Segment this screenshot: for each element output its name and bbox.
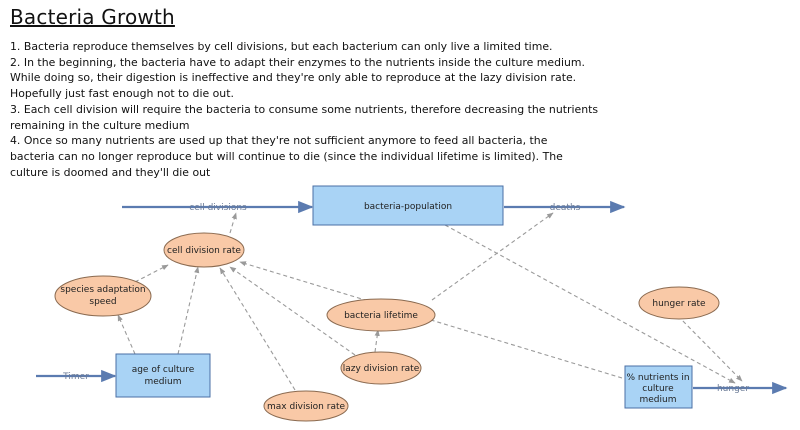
stock-label: culture	[642, 384, 674, 394]
link-lazy-rate-to-lifetime	[374, 329, 380, 353]
variable-lazy-division-rate[interactable]: lazy division rate	[340, 351, 422, 385]
link-adaptation-to-rate	[134, 264, 169, 283]
variable-label: bacteria lifetime	[344, 311, 418, 321]
link-max-rate-to-rate	[219, 267, 296, 391]
description: 1. Bacteria reproduce themselves by cell…	[10, 39, 800, 180]
variable-label: lazy division rate	[343, 364, 420, 374]
description-line: culture is doomed and they'll die out	[10, 165, 211, 179]
variable-label: max division rate	[267, 402, 346, 412]
page-title: Bacteria Growth	[10, 5, 175, 29]
variable-bacteria-lifetime[interactable]: bacteria lifetime	[326, 298, 436, 332]
variable-cell-division-rate[interactable]: cell division rate	[163, 232, 245, 268]
link-lazy-rate-to-rate	[229, 266, 356, 356]
variable-max-division-rate[interactable]: max division rate	[263, 390, 349, 422]
flow-label-cell-divisions: cell divisions	[189, 203, 247, 213]
link-population-to-hunger	[444, 224, 736, 384]
variable-label: cell division rate	[167, 246, 241, 256]
stock-nutrients-in-culture-medium[interactable]: % nutrients in culture medium	[624, 365, 693, 409]
description-line: While doing so, their digestion is ineff…	[10, 71, 577, 85]
link-lifetime-to-deaths	[431, 212, 554, 301]
link-cell-division-rate-to-cell-divisions	[229, 212, 237, 234]
variable-label: species adaptation	[60, 285, 145, 295]
stock-bacteria-population[interactable]: bacteria-population	[312, 185, 504, 226]
stock-label: medium	[640, 395, 677, 405]
flows	[36, 200, 788, 395]
flow-label-deaths: deaths	[550, 203, 581, 213]
stock-label: % nutrients in	[626, 373, 689, 383]
description-line: bacteria can no longer reproduce but wil…	[10, 149, 563, 163]
variable-hunger-rate[interactable]: hunger rate	[638, 286, 720, 320]
variable-label: hunger rate	[652, 299, 706, 309]
description-line: 4. Once so many nutrients are used up th…	[10, 134, 548, 148]
flow-label-hunger: hunger	[717, 384, 749, 394]
description-line: 1. Bacteria reproduce themselves by cell…	[10, 40, 553, 53]
flow-label-timer: Timer	[62, 372, 89, 382]
link-age-to-rate	[177, 266, 200, 355]
link-hunger-rate-to-hunger	[677, 315, 743, 382]
description-line: 2. In the beginning, the bacteria have t…	[10, 55, 585, 69]
stock-label: medium	[145, 377, 182, 387]
stock-label: age of culture	[132, 365, 195, 375]
link-age-to-adaptation	[117, 314, 136, 355]
stock-label: bacteria-population	[364, 202, 452, 212]
description-line: 3. Each cell division will require the b…	[10, 102, 599, 116]
variable-label: speed	[89, 297, 116, 307]
variable-species-adaptation-speed[interactable]: species adaptation speed	[54, 275, 152, 317]
description-line: remaining in the culture medium	[10, 118, 190, 132]
description-line: Hopefully just fast enough not to die ou…	[10, 87, 234, 101]
stock-age-of-culture-medium[interactable]: age of culture medium	[115, 353, 211, 398]
